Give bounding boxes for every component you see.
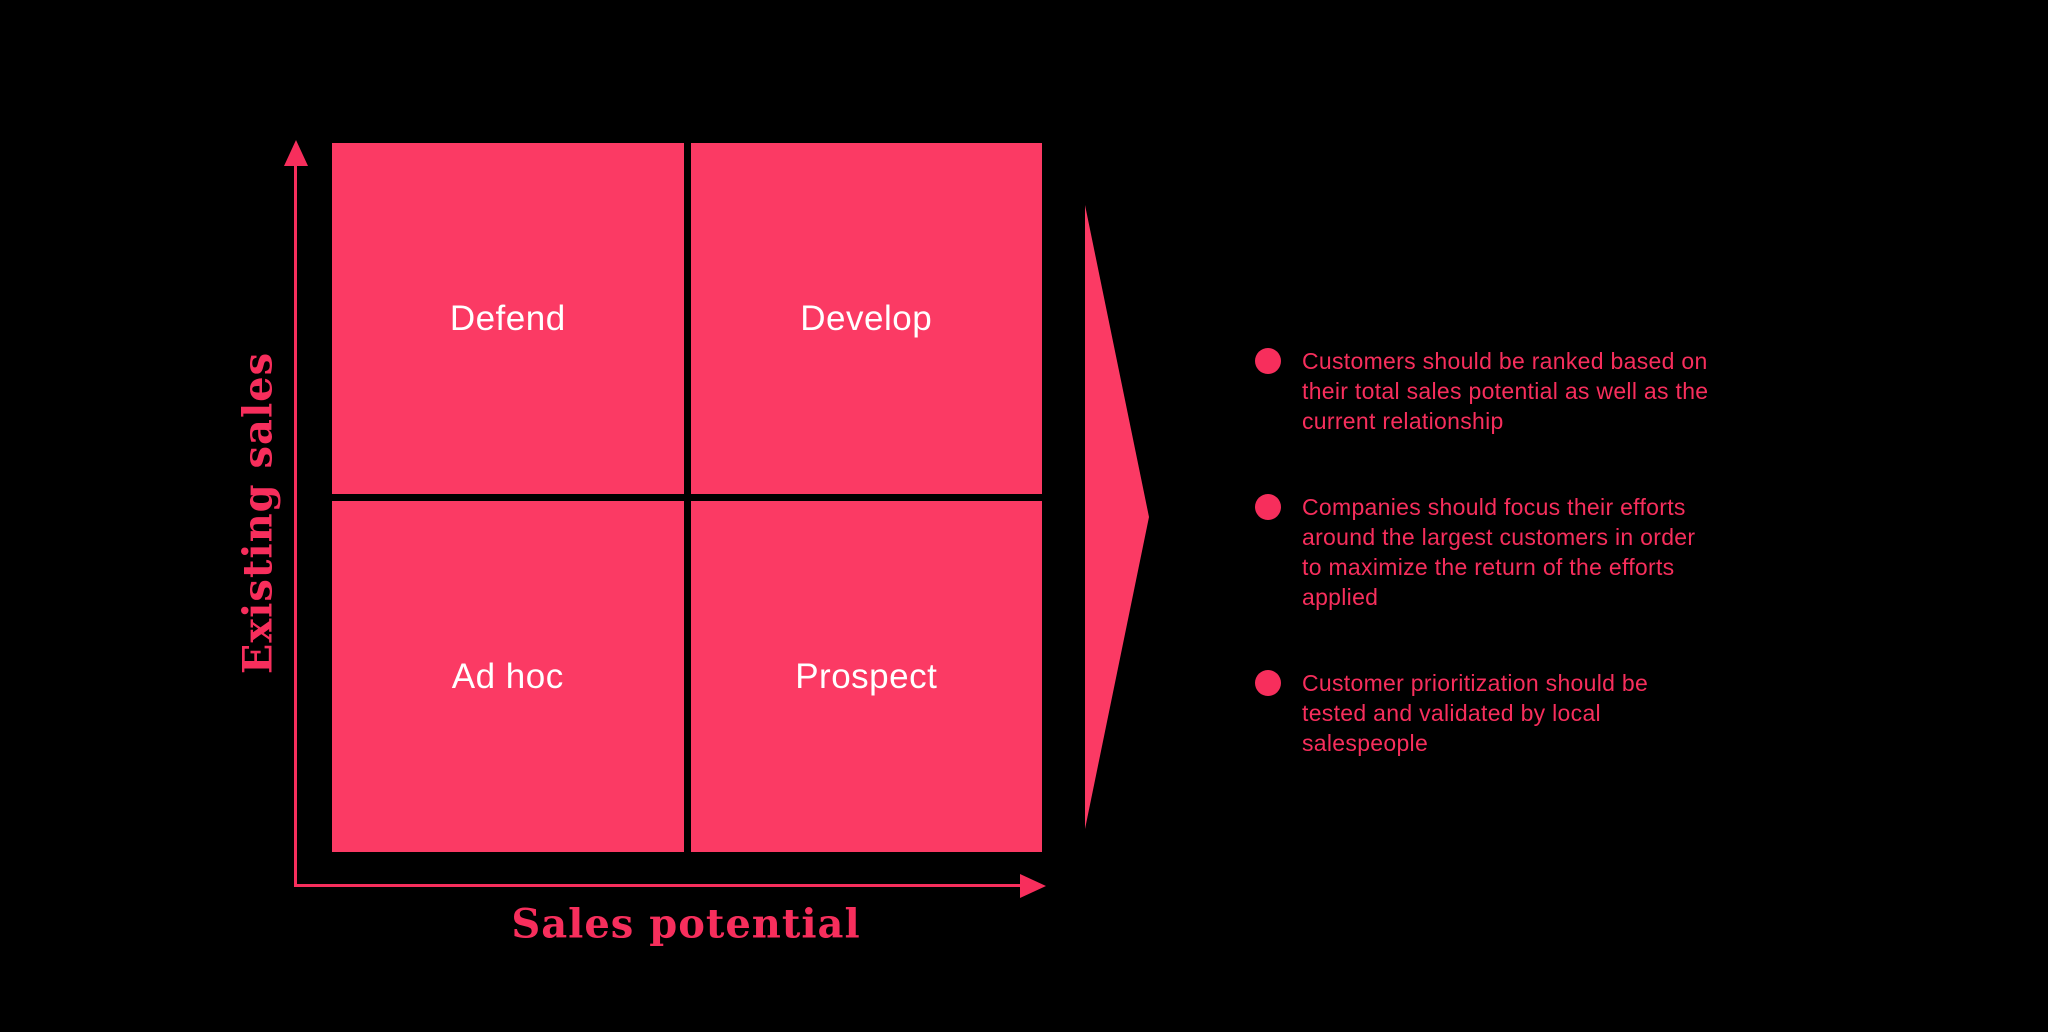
list-item: Customer prioritization should be tested… [1255,668,1815,758]
quadrant-label: Prospect [795,656,938,696]
flow-arrow-icon [1085,205,1149,829]
quadrant-label: Develop [800,298,933,338]
quadrant-label: Ad hoc [451,656,564,696]
y-axis-line [294,158,297,886]
insights-list: Customers should be ranked based on thei… [1255,346,1815,758]
x-axis-line [294,884,1022,887]
quadrant-ad-hoc: Ad hoc [332,501,684,852]
list-item: Companies should focus their efforts aro… [1255,492,1815,612]
quadrant-label: Defend [449,298,566,338]
insight-text: Customers should be ranked based on thei… [1302,348,1709,434]
quadrant-defend: Defend [332,143,684,494]
quadrant-prospect: Prospect [690,501,1042,852]
x-axis-label: Sales potential [511,900,861,948]
list-item: Customers should be ranked based on thei… [1255,346,1815,436]
y-axis-label: Existing sales [234,351,282,675]
bullet-icon [1255,348,1281,374]
insight-text: Customer prioritization should be tested… [1302,670,1649,756]
quadrant-matrix: Defend Develop Ad hoc Prospect [332,143,1042,852]
y-axis-arrow-icon [284,140,308,166]
bullet-icon [1255,494,1281,520]
quadrant-develop: Develop [690,143,1042,494]
bullet-icon [1255,670,1281,696]
x-axis-arrow-icon [1020,874,1046,898]
insight-text: Companies should focus their efforts aro… [1302,494,1696,610]
